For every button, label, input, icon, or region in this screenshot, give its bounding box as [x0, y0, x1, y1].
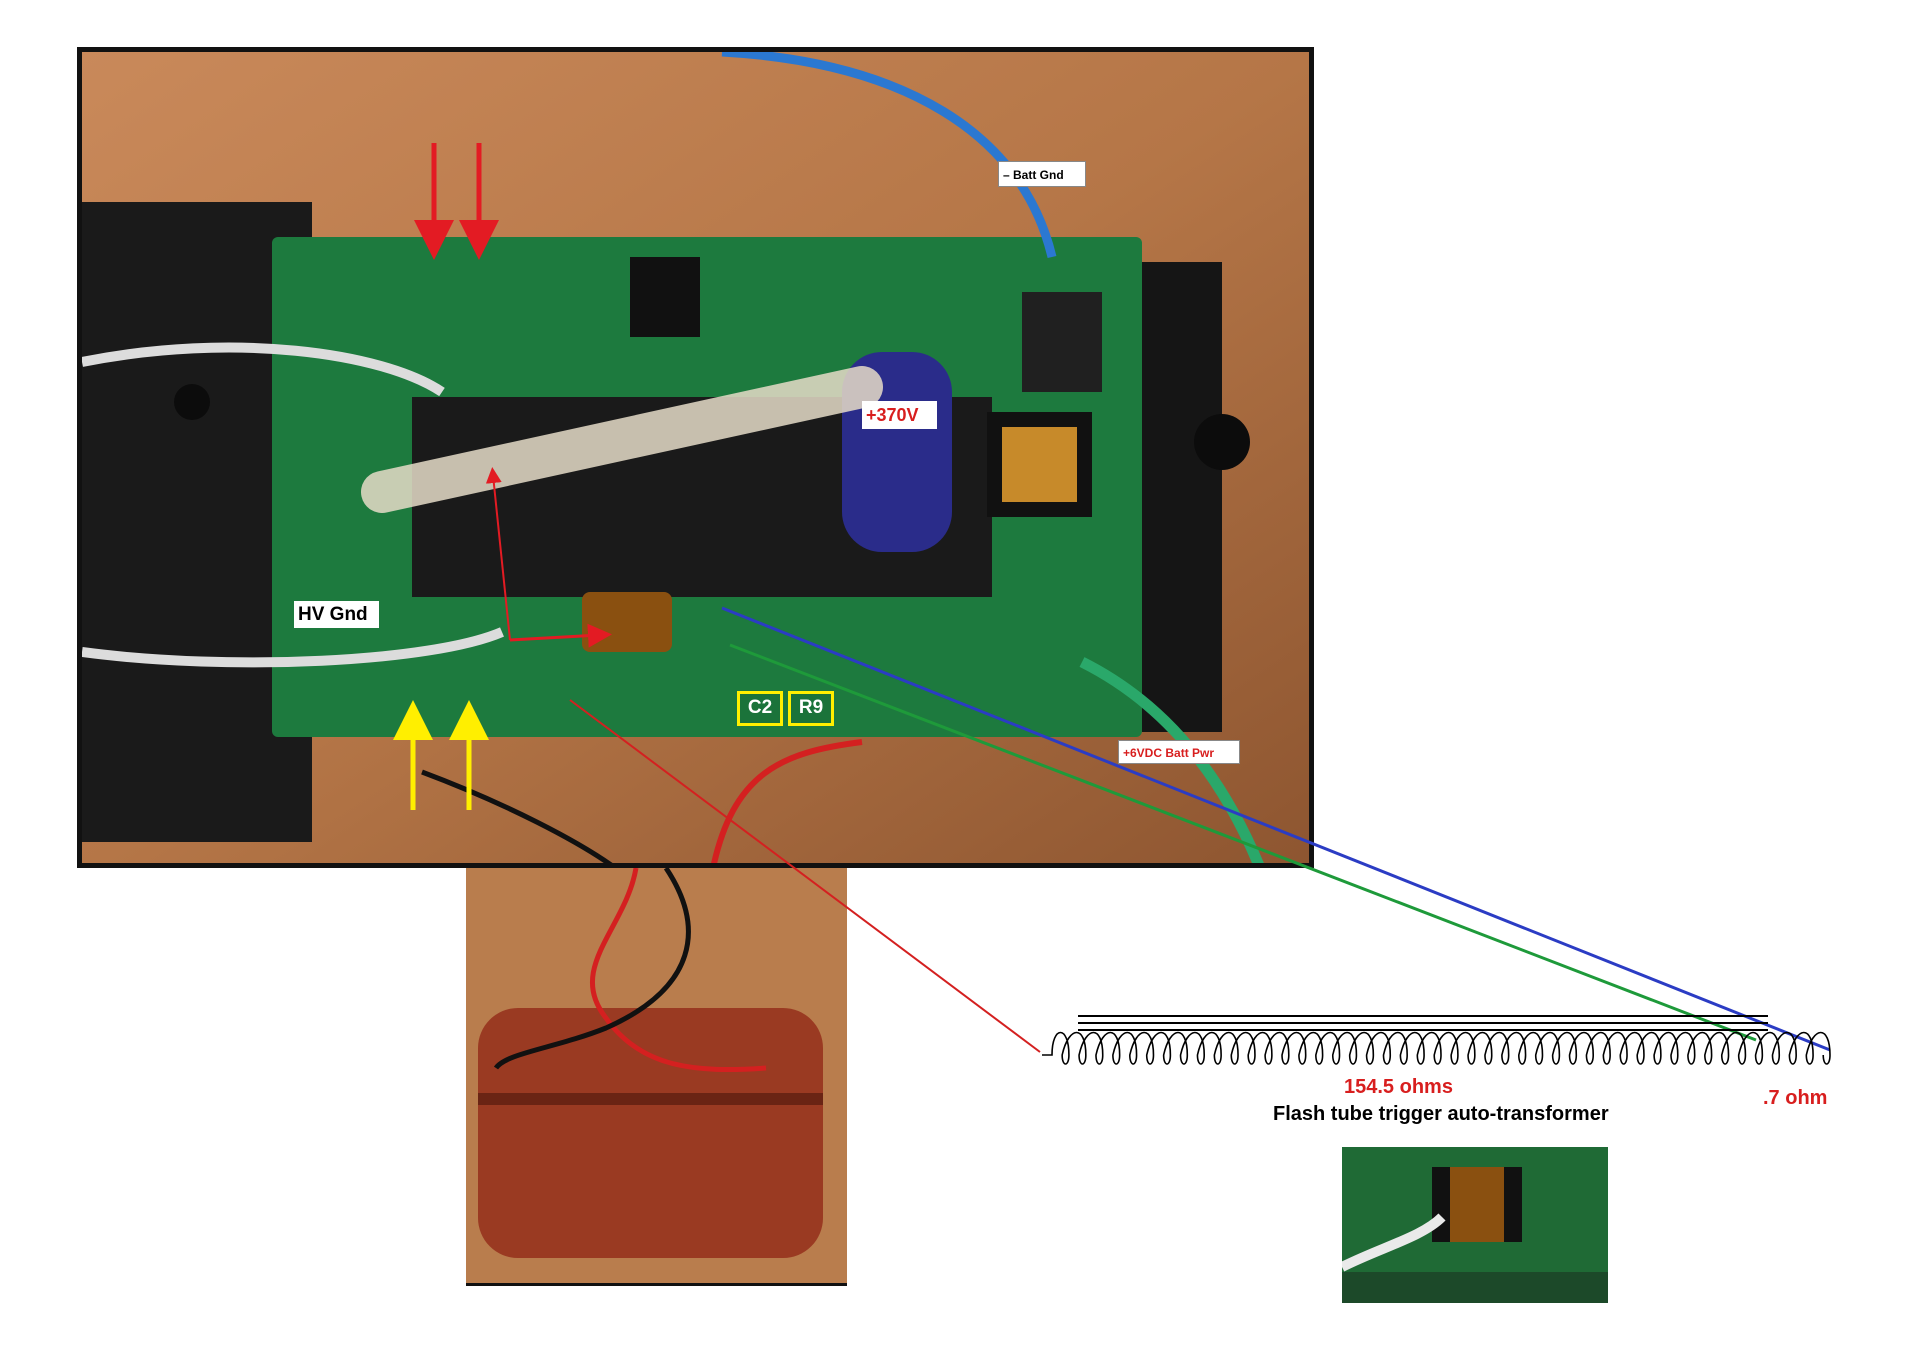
transistor	[1022, 292, 1102, 392]
inset-photo-drawing	[1342, 1147, 1608, 1303]
red-connector-line	[569, 699, 1041, 1053]
voltage-370-label: +370V	[862, 401, 937, 429]
ic-chip	[630, 257, 700, 337]
pcb-photo	[77, 47, 1314, 868]
inductor-coil	[1002, 427, 1077, 502]
resistance-tap-label: .7 ohm	[1763, 1087, 1828, 1109]
pcb-photo-drawing	[82, 52, 1309, 863]
red-arrow-to-transformer	[509, 623, 612, 648]
transformer-coil	[1042, 1031, 1831, 1065]
housing-right	[1142, 262, 1222, 732]
batt-gnd-label: – Batt Gnd	[998, 161, 1086, 187]
capacitor-photo	[466, 868, 847, 1286]
resistance-main-label: 154.5 ohms	[1344, 1076, 1453, 1098]
c2-highlight-box: C2	[737, 691, 783, 726]
r9-highlight-box: R9	[788, 691, 834, 726]
hv-gnd-label: HV Gnd	[294, 601, 379, 628]
capacitor-photo-drawing	[466, 868, 847, 1283]
red-arrow-to-tube	[485, 467, 511, 641]
flash-tube	[361, 366, 883, 513]
batt-pwr-label: +6VDC Batt Pwr	[1118, 740, 1240, 764]
blue-connector-line	[721, 606, 1831, 1052]
trigger-transformer-inset-photo	[1342, 1147, 1608, 1303]
green-connector-line	[729, 643, 1757, 1042]
blue-battery-wire	[721, 52, 1057, 259]
transformer-title: Flash tube trigger auto-transformer	[1273, 1103, 1609, 1125]
